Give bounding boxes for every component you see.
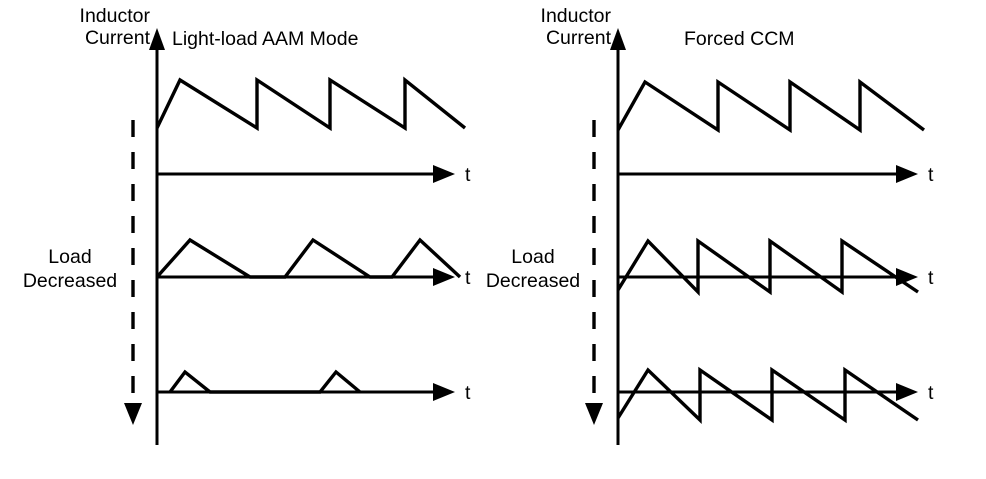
current-axis-label-line1-right: Inductor <box>541 5 612 27</box>
waveform-ccm-heavy-load <box>616 78 926 134</box>
load-decreased-label-line2-left: Decreased <box>23 270 117 292</box>
waveform-ccm-negative-current-medium <box>616 237 919 297</box>
panel-title-left: Light-load AAM Mode <box>172 28 358 50</box>
current-axis-arrowhead-left <box>149 28 165 50</box>
load-decreased-label-line2-right: Decreased <box>486 270 580 292</box>
time-axis-label-left-row2: t <box>465 382 471 404</box>
time-axis-arrowhead-right-row0 <box>896 165 918 183</box>
waveform-aam-pulse-skipping <box>168 369 362 394</box>
load-decreased-label-line1-right: Load <box>511 246 554 268</box>
waveform-aam-medium-load-dcm <box>155 237 462 279</box>
time-axis-arrowhead-right-row2 <box>896 383 918 401</box>
current-axis-arrowhead-right <box>610 28 626 50</box>
waveform-row-ccm-medium-load: t <box>616 237 934 297</box>
waveform-ccm-negative-current-light <box>616 366 919 424</box>
current-axis-label-line2-right: Current <box>546 27 612 49</box>
waveform-row-ccm-heavy-load: t <box>616 78 934 186</box>
waveform-row-ccm-light-load: t <box>616 366 934 424</box>
panel-forced-ccm: Inductor Current Forced CCM Load Decreas… <box>486 5 934 445</box>
time-axis-label-right-row1: t <box>928 267 934 289</box>
waveform-row-aam-medium-load: t <box>155 237 471 289</box>
waveform-aam-heavy-load-ccm <box>155 76 467 132</box>
waveform-row-aam-light-load: t <box>157 369 471 404</box>
time-axis-label-left-row1: t <box>465 267 471 289</box>
time-axis-label-right-row2: t <box>928 382 934 404</box>
load-decrease-arrowhead-right <box>585 403 603 425</box>
time-axis-arrowhead-left-row1 <box>433 268 455 286</box>
time-axis-label-right-row0: t <box>928 164 934 186</box>
load-decreased-label-line1-left: Load <box>48 246 91 268</box>
current-axis-label-line1: Inductor <box>80 5 151 27</box>
time-axis-arrowhead-left-row0 <box>433 165 455 183</box>
panel-light-load-aam-mode: Inductor Current Light-load AAM Mode Loa… <box>23 5 471 445</box>
time-axis-label-left-row0: t <box>465 164 471 186</box>
current-axis-label-line2: Current <box>85 27 151 49</box>
load-decrease-arrowhead-left <box>124 403 142 425</box>
waveform-row-aam-heavy-load: t <box>155 76 471 186</box>
time-axis-arrowhead-left-row2 <box>433 383 455 401</box>
panel-title-right: Forced CCM <box>684 28 795 50</box>
